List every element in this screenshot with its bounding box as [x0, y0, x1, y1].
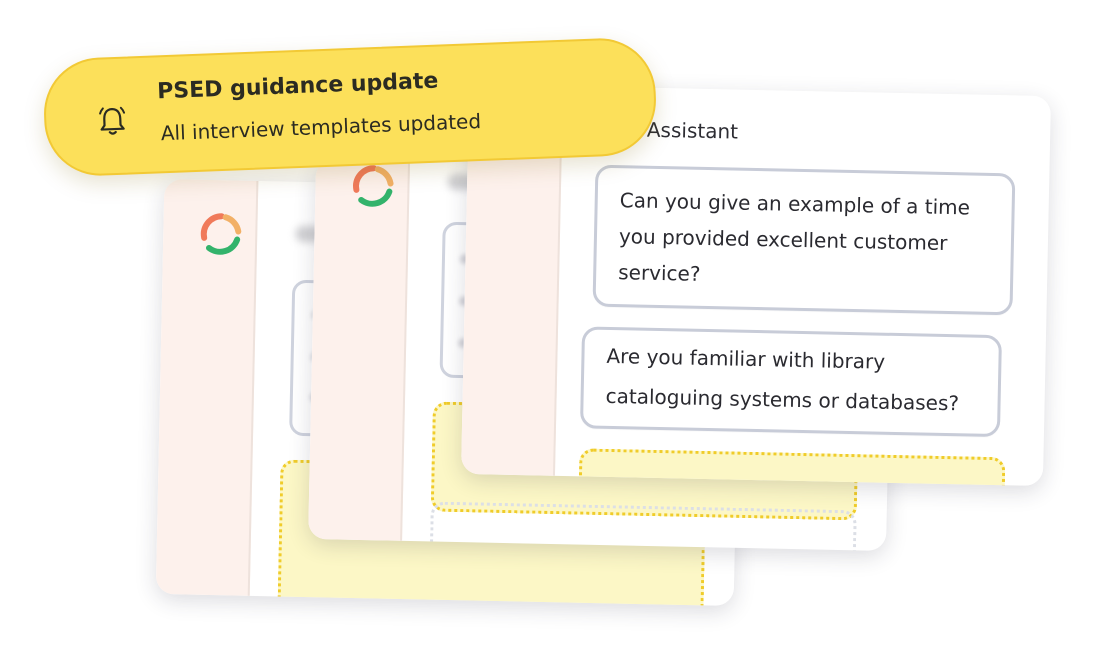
- question-card[interactable]: Are you familiar with library cataloguin…: [579, 326, 1003, 438]
- question-text: Can you give an example of a time you pr…: [617, 188, 971, 286]
- app-window-middle: [308, 158, 894, 552]
- question-card[interactable]: Can you give an example of a time you pr…: [592, 164, 1016, 316]
- app-logo-icon: [200, 213, 242, 255]
- notification-title: PSED guidance update: [156, 68, 439, 105]
- bell-icon: [99, 106, 126, 135]
- app-window-back: [155, 178, 743, 607]
- app-logo-icon: [353, 165, 394, 207]
- question-text: Are you familiar with library cataloguin…: [605, 343, 960, 416]
- notification-subtitle: All interview templates updated: [160, 108, 482, 146]
- sidebar: [308, 158, 411, 541]
- notification-toast[interactable]: PSED guidance update All interview templ…: [41, 36, 659, 178]
